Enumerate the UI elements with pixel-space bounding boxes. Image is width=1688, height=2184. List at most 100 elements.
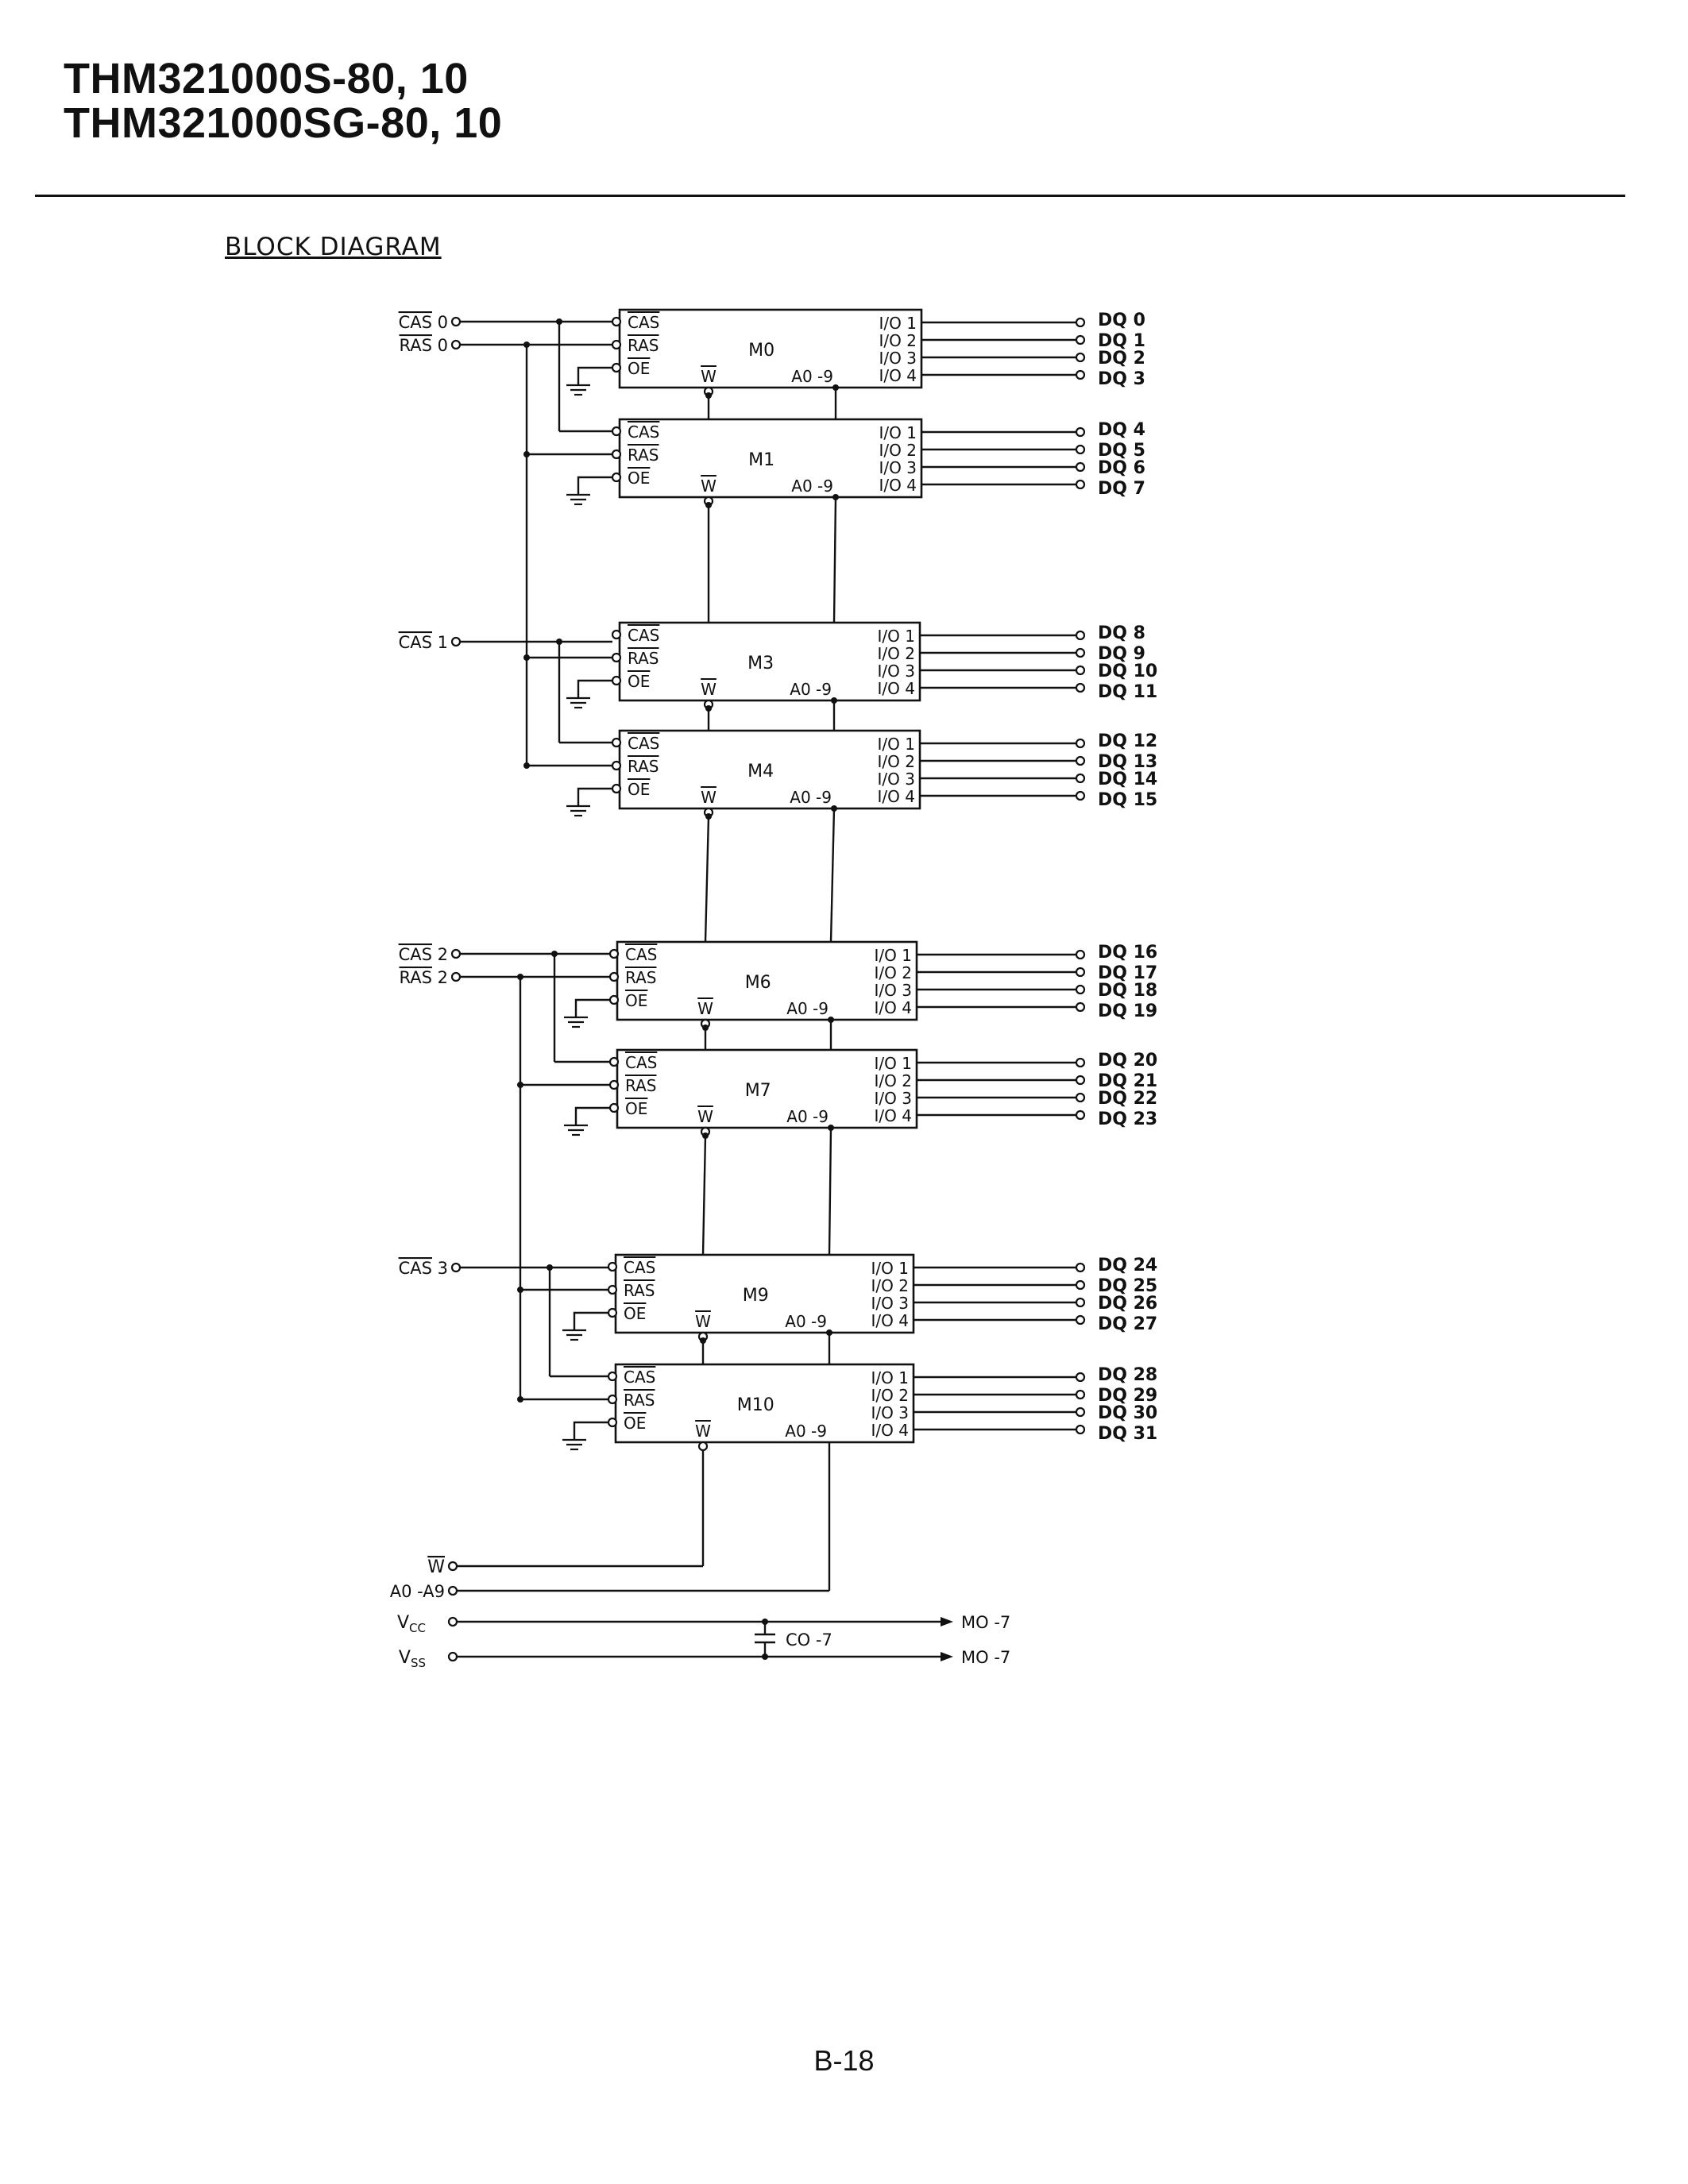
dq-output-terminal — [1075, 317, 1086, 328]
dq-output-terminal — [1075, 1001, 1086, 1013]
inverting-bubble — [611, 675, 622, 686]
addr-pin-label: A0 -9 — [786, 1107, 829, 1126]
dq-label: DQ 4 — [1098, 420, 1145, 440]
dq-output-terminal — [1075, 1279, 1086, 1291]
dq-output-terminal — [1075, 984, 1086, 995]
w-pin-label: W — [701, 680, 717, 699]
inverting-bubble — [611, 760, 622, 771]
inverting-bubble — [608, 994, 620, 1005]
signal-name: CAS — [399, 633, 432, 652]
oe-ground-wire — [577, 787, 612, 806]
dq-output-terminal — [1075, 1424, 1086, 1435]
signal-name: CAS — [399, 1259, 432, 1278]
inverting-bubble — [608, 971, 620, 982]
io-pin-label: I/O 2 — [878, 752, 915, 771]
io-pin-label: I/O 4 — [878, 787, 915, 806]
io-pin-label: I/O 4 — [875, 998, 912, 1017]
w-pin-label: W — [695, 1422, 711, 1441]
inverting-bubble — [697, 1441, 709, 1452]
dq-output-terminal — [1075, 1092, 1086, 1103]
section-title: BLOCK DIAGRAM — [225, 233, 442, 261]
inverting-bubble — [608, 1056, 620, 1067]
dq-output-terminal — [1075, 461, 1086, 473]
dq-label: DQ 20 — [1098, 1051, 1157, 1071]
io-pin-label: I/O 3 — [875, 981, 912, 1000]
w-pin-label: W — [701, 367, 717, 386]
cas-1-input-text: CAS 1 — [399, 633, 448, 652]
cas-pin-label: CAS — [624, 1258, 655, 1277]
chip-label: M1 — [748, 450, 774, 470]
chip-outline — [616, 1048, 918, 1129]
chip-outline — [618, 621, 921, 702]
address-bus-segment — [828, 1127, 832, 1256]
io-pin-label: I/O 1 — [878, 735, 915, 754]
address-bus-segment — [829, 808, 836, 943]
dq-output-terminal — [1075, 1406, 1086, 1418]
dq-output-terminal — [1075, 1057, 1086, 1068]
dq-label: DQ 31 — [1098, 1424, 1157, 1444]
dq-label: DQ 30 — [1098, 1403, 1157, 1423]
addr-pin-label: A0 -9 — [790, 788, 832, 807]
io-pin-label: I/O 3 — [878, 662, 915, 681]
dq-output-terminal — [1075, 647, 1086, 658]
dq-output-terminal — [1075, 1075, 1086, 1086]
inverting-bubble — [607, 1371, 618, 1382]
io-pin-label: I/O 2 — [879, 441, 917, 460]
header-rule — [35, 195, 1625, 197]
addr-pin-label: A0 -9 — [790, 680, 832, 699]
ground-icon — [564, 1124, 588, 1136]
dq-output-terminal — [1075, 967, 1086, 978]
chip-label: M0 — [748, 341, 774, 361]
chip-label: M7 — [745, 1081, 771, 1101]
junction-dot — [705, 813, 712, 820]
signal-index: 3 — [432, 1259, 448, 1278]
io-pin-label: I/O 4 — [879, 366, 917, 385]
vcc-label: VCC — [397, 1613, 426, 1635]
cas-pin-label: CAS — [628, 423, 659, 442]
chip-m9 — [614, 1253, 915, 1334]
input-terminal — [447, 1616, 458, 1627]
dq-label: DQ 3 — [1098, 369, 1145, 389]
io-pin-label: I/O 3 — [878, 770, 915, 789]
cas-2-input: CAS 2 — [399, 945, 448, 964]
dq-label: DQ 11 — [1098, 682, 1157, 702]
input-terminal — [450, 1262, 462, 1273]
inverting-bubble — [611, 472, 622, 483]
w-pin-label: W — [695, 1312, 711, 1331]
ground-icon — [566, 696, 590, 709]
dq-label: DQ 24 — [1098, 1256, 1157, 1275]
dq-output-terminal — [1075, 444, 1086, 455]
dq-label: DQ 17 — [1098, 963, 1157, 983]
inverting-bubble — [608, 948, 620, 959]
dq-label: DQ 13 — [1098, 752, 1157, 772]
inverting-bubble — [611, 339, 622, 350]
junction-dot — [702, 1133, 709, 1139]
oe-ground-wire — [574, 998, 610, 1017]
dq-label: DQ 26 — [1098, 1294, 1157, 1314]
dq-label: DQ 6 — [1098, 458, 1145, 478]
dq-label: DQ 18 — [1098, 981, 1157, 1001]
oe-pin-label: OE — [628, 672, 650, 691]
io-pin-label: I/O 2 — [871, 1276, 909, 1295]
junction-dot — [705, 392, 712, 399]
title-line-2: THM321000SG-80, 10 — [64, 98, 503, 147]
arrow-head-icon — [941, 1617, 953, 1626]
junction-dot — [705, 502, 712, 508]
w-bus-segment — [701, 1135, 707, 1256]
oe-pin-label: OE — [628, 359, 650, 378]
addr-pin-label: A0 -9 — [791, 367, 833, 386]
dq-output-terminal — [1075, 1262, 1086, 1273]
oe-ground-wire — [574, 1106, 610, 1125]
ras-pin-label: RAS — [628, 649, 659, 668]
oe-pin-label: OE — [625, 1099, 647, 1118]
inverting-bubble — [611, 362, 622, 373]
signal-index: 2 — [432, 968, 448, 987]
dq-label: DQ 21 — [1098, 1071, 1157, 1091]
junction-dot — [705, 705, 712, 712]
ras-0-input-text: RAS 0 — [400, 336, 448, 355]
dq-label: DQ 16 — [1098, 943, 1157, 963]
oe-ground-wire — [577, 679, 612, 698]
w-pin-label: W — [697, 1107, 713, 1126]
dq-label: DQ 8 — [1098, 623, 1145, 643]
